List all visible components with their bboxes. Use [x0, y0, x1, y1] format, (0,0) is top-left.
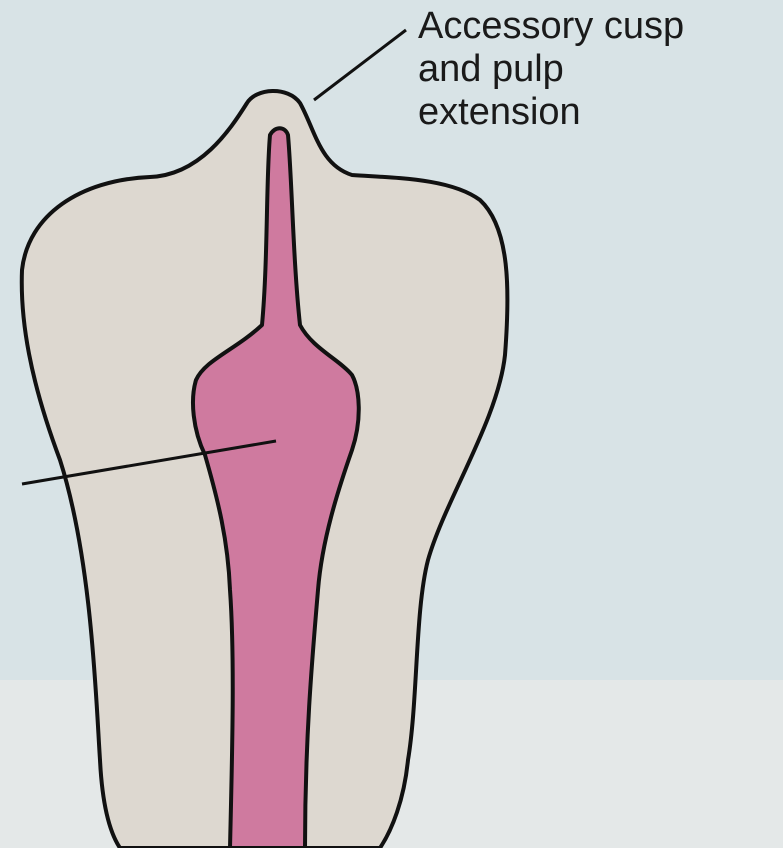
accessory-cusp-leader-line: [314, 30, 406, 100]
accessory-cusp-label-line-2: and pulp: [418, 48, 778, 91]
accessory-cusp-label: Accessory cusp and pulp extension: [418, 5, 778, 134]
accessory-cusp-label-line-1: Accessory cusp: [418, 5, 778, 48]
accessory-cusp-label-line-3: extension: [418, 91, 778, 134]
